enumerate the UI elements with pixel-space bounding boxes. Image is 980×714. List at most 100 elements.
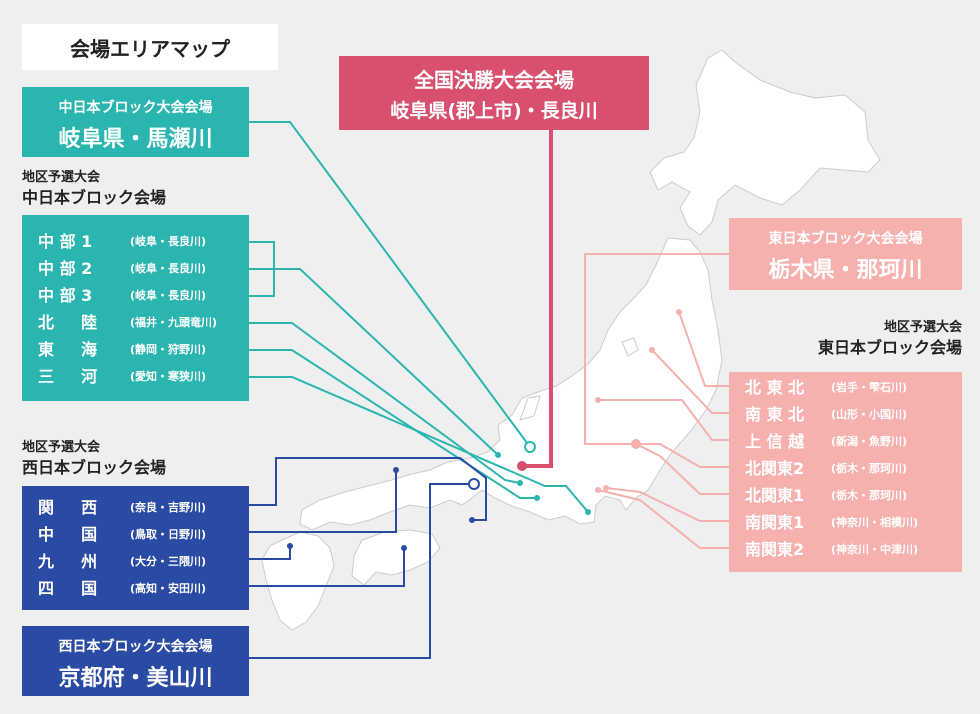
region-venue: (栃木・那珂川) [831, 489, 908, 502]
east-sub-label-2: 東日本ブロック会場 [817, 338, 962, 357]
list-item: 中 部 1 (岐阜・長良川) [22, 228, 249, 255]
region-name: 北関東2 [745, 459, 805, 478]
east-block-label: 東日本ブロック大会会場 [768, 231, 923, 247]
list-item: 南関東2 (神奈川・中津川) [729, 536, 962, 563]
region-venue: (鳥取・日野川) [130, 528, 207, 541]
region-venue: (栃木・那珂川) [831, 462, 908, 475]
tokai-marker [534, 495, 540, 501]
list-item: 四 国 (高知・安田川) [22, 575, 249, 602]
kitatohoku-marker [676, 309, 682, 315]
minamikanto1-marker [603, 485, 609, 491]
east-sub-label: 地区予選大会 東日本ブロック会場 [729, 318, 962, 358]
map-title: 会場エリアマップ [22, 24, 278, 70]
region-venue: (神奈川・相模川) [831, 516, 919, 529]
list-item: 北 陸 (福井・九頭竜川) [22, 309, 249, 336]
region-name: 関 西 [38, 498, 98, 517]
noto-peninsula [519, 395, 541, 421]
west-block-place: 京都府・美山川 [58, 666, 213, 691]
list-item: 北関東2 (栃木・那珂川) [729, 455, 962, 482]
region-venue: (大分・三隈川) [130, 555, 207, 568]
final-connector [522, 130, 553, 468]
central-block-venue-box: 中日本ブロック大会会場 岐阜県・馬瀬川 [22, 87, 249, 157]
region-name: 中 国 [38, 525, 98, 544]
list-item: 中 部 3 (岐阜・長良川) [22, 282, 249, 309]
east-venue-list: 北 東 北 (岩手・雫石川) 南 東 北 (山形・小国川) 上 信 越 (新潟・魚野川… [729, 372, 962, 572]
region-venue: (山形・小国川) [831, 408, 908, 421]
west-connectors [249, 457, 487, 659]
region-name: 中 部 1 [38, 232, 93, 251]
region-venue: (愛知・寒狭川) [130, 370, 207, 383]
east-connectors [584, 253, 729, 549]
list-item: 南関東1 (神奈川・相模川) [729, 509, 962, 536]
region-venue: (新潟・魚野川) [831, 435, 908, 448]
list-item: 関 西 (奈良・吉野川) [22, 494, 249, 521]
chubu-marker [495, 452, 501, 458]
shikoku-marker [401, 545, 407, 551]
region-name: 上 信 越 [745, 432, 805, 451]
central-sub-label-1: 地区予選大会 [22, 170, 101, 185]
west-sub-label-1: 地区予選大会 [22, 440, 101, 455]
list-item: 中 国 (鳥取・日野川) [22, 521, 249, 548]
list-item: 中 部 2(岐阜・長良川) [22, 255, 249, 282]
final-venue-box: 全国決勝大会会場 岐阜県(郡上市)・長良川 [339, 56, 649, 130]
central-connectors [249, 121, 589, 513]
region-venue: (岐阜・長良川) [130, 289, 207, 302]
region-venue: (岩手・雫石川) [831, 381, 908, 394]
region-venue: (岐阜・長良川) [130, 235, 207, 248]
region-venue: (神奈川・中津川) [831, 543, 919, 556]
kyushu-marker [287, 543, 293, 549]
list-item: 九 州 (大分・三隈川) [22, 548, 249, 575]
west-block-marker [468, 478, 480, 490]
region-name: 北 東 北 [745, 378, 805, 397]
list-item: 上 信 越 (新潟・魚野川) [729, 428, 962, 455]
region-venue: (高知・安田川) [130, 582, 207, 595]
region-venue: (奈良・吉野川) [130, 501, 207, 514]
joshinetsu-marker [595, 397, 601, 403]
region-venue: (静岡・狩野川) [130, 343, 207, 356]
region-name: 三 河 [38, 367, 98, 386]
list-item: 南 東 北 (山形・小国川) [729, 401, 962, 428]
west-sub-label: 地区予選大会 西日本ブロック会場 [22, 438, 166, 478]
final-venue-label: 全国決勝大会会場 [414, 68, 574, 92]
region-venue: (岐阜・長良川) [130, 262, 207, 275]
hokuriku-marker [517, 480, 523, 486]
final-marker [517, 461, 527, 471]
list-item: 東 海 (静岡・狩野川) [22, 336, 249, 363]
east-block-venue-box: 東日本ブロック大会会場 栃木県・那珂川 [729, 218, 962, 290]
sado-island [621, 337, 639, 357]
region-name: 南関東1 [745, 513, 805, 532]
hokkaido-shape [649, 49, 881, 236]
list-item: 北関東1 (栃木・那珂川) [729, 482, 962, 509]
region-name: 南 東 北 [745, 405, 805, 424]
mikawa-marker [585, 509, 591, 515]
final-venue-place: 岐阜県(郡上市)・長良川 [390, 100, 598, 122]
region-venue: (福井・九頭竜川) [130, 316, 218, 329]
honshu-shape [299, 237, 723, 531]
central-block-place: 岐阜県・馬瀬川 [58, 127, 213, 152]
central-block-marker [524, 441, 536, 453]
region-name: 九 州 [38, 552, 98, 571]
list-item: 三 河 (愛知・寒狭川) [22, 363, 249, 390]
west-block-venue-box: 西日本ブロック大会会場 京都府・美山川 [22, 626, 249, 696]
region-name: 四 国 [38, 579, 98, 598]
list-item: 北 東 北 (岩手・雫石川) [729, 374, 962, 401]
kansai-marker [469, 517, 475, 523]
east-sub-label-1: 地区予選大会 [883, 320, 962, 335]
central-venue-list: 中 部 1 (岐阜・長良川) 中 部 2(岐阜・長良川) 中 部 3 (岐阜・長良川… [22, 215, 249, 401]
central-sub-label: 地区予選大会 中日本ブロック会場 [22, 168, 166, 208]
region-name: 東 海 [38, 340, 98, 359]
west-sub-label-2: 西日本ブロック会場 [22, 458, 167, 477]
central-sub-label-2: 中日本ブロック会場 [22, 188, 167, 207]
east-block-place: 栃木県・那珂川 [768, 258, 923, 283]
region-name: 北関東1 [745, 486, 805, 505]
west-block-label: 西日本ブロック大会会場 [58, 639, 213, 655]
region-name: 北 陸 [38, 313, 98, 332]
minamikanto2-marker [595, 487, 601, 493]
kyushu-shape [261, 531, 335, 631]
minamitohoku-marker [649, 347, 655, 353]
region-name: 中 部 3 [38, 286, 93, 305]
central-block-label: 中日本ブロック大会会場 [58, 100, 213, 116]
region-name: 南関東2 [745, 540, 805, 559]
east-block-marker [631, 439, 641, 449]
